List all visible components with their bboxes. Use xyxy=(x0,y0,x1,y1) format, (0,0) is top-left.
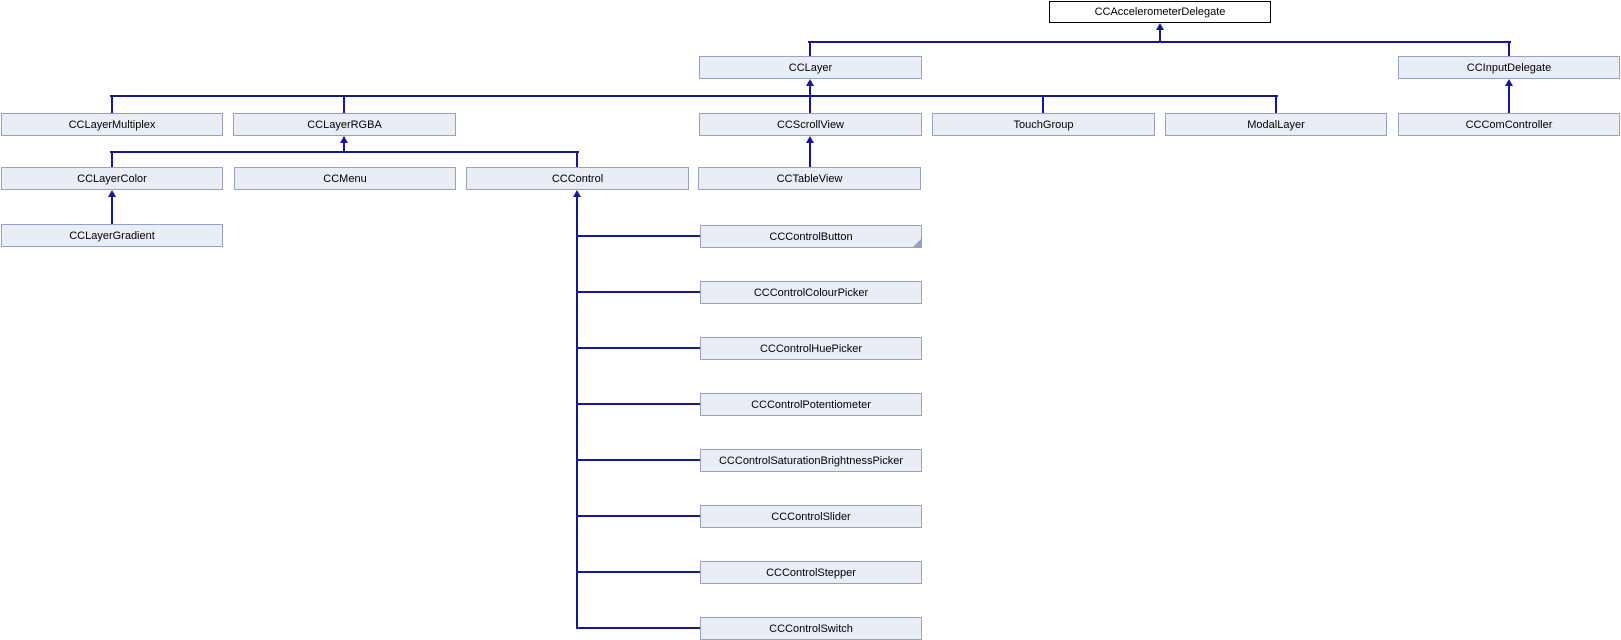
class-node-label: CCControlSaturationBrightnessPicker xyxy=(718,454,904,467)
class-node-label: CCControlButton xyxy=(769,230,853,243)
inheritance-edge-line xyxy=(1508,84,1510,113)
class-node-cclayer[interactable]: CCLayer xyxy=(699,56,922,79)
inheritance-edge-line xyxy=(1275,95,1277,113)
class-node-cccontrol[interactable]: CCControl xyxy=(466,167,689,190)
class-node-cclayercolor[interactable]: CCLayerColor xyxy=(1,167,223,190)
class-node-label: TouchGroup xyxy=(1013,118,1074,131)
inheritance-edge-line xyxy=(576,515,701,517)
class-node-label: CCTableView xyxy=(776,172,843,185)
class-node-cccontrolslider[interactable]: CCControlSlider xyxy=(700,505,922,528)
arrow-up-icon xyxy=(108,190,116,197)
class-node-ccaccelerometerdelegate[interactable]: CCAccelerometerDelegate xyxy=(1049,1,1271,23)
class-node-label: CCControlSlider xyxy=(771,510,851,523)
inheritance-edge-line xyxy=(1508,41,1510,56)
inheritance-edge-line xyxy=(576,195,578,629)
inheritance-edge-line xyxy=(576,347,701,349)
class-node-label: CCControlPotentiometer xyxy=(751,398,871,411)
class-node-label: CCControl xyxy=(551,172,604,185)
class-node-label: CCAccelerometerDelegate xyxy=(1094,6,1226,18)
class-node-label: CCScrollView xyxy=(776,118,845,131)
inheritance-edge-line xyxy=(576,151,578,167)
class-node-label: CCControlHuePicker xyxy=(759,342,863,355)
class-node-ccmenu[interactable]: CCMenu xyxy=(234,167,456,190)
inheritance-edge-line xyxy=(110,95,1278,97)
inheritance-edge-line xyxy=(576,291,701,293)
class-node-cclayerrgba[interactable]: CCLayerRGBA xyxy=(233,113,456,136)
arrow-up-icon xyxy=(340,136,348,143)
inheritance-edge-line xyxy=(809,141,811,167)
class-node-cclayergradient[interactable]: CCLayerGradient xyxy=(1,224,223,247)
arrow-up-icon xyxy=(1505,79,1513,86)
class-node-label: CCControlSwitch xyxy=(769,622,853,635)
inheritance-edge-line xyxy=(1159,28,1161,43)
inheritance-edge-line xyxy=(576,403,701,405)
class-node-label: CCControlStepper xyxy=(766,566,856,579)
arrow-up-icon xyxy=(806,79,814,86)
class-node-cccontrolpotentiometer[interactable]: CCControlPotentiometer xyxy=(700,393,922,416)
class-node-label: CCComController xyxy=(1465,118,1553,131)
inheritance-edge-line xyxy=(576,235,701,237)
class-node-cccontrolbutton[interactable]: CCControlButton xyxy=(700,225,922,248)
class-node-cctableview[interactable]: CCTableView xyxy=(698,167,921,190)
inheritance-edge-line xyxy=(111,151,113,167)
class-node-modallayer[interactable]: ModalLayer xyxy=(1165,113,1387,136)
arrow-up-icon xyxy=(1156,23,1164,30)
inheritance-edge-line xyxy=(576,627,701,629)
arrow-up-icon xyxy=(573,190,581,197)
inheritance-edge-line xyxy=(576,571,701,573)
class-node-label: CCLayerGradient xyxy=(69,229,155,242)
folded-corner-icon xyxy=(913,239,921,247)
class-node-ccscrollview[interactable]: CCScrollView xyxy=(699,113,922,136)
class-node-label: CCLayerMultiplex xyxy=(68,118,156,131)
inheritance-edge-line xyxy=(111,95,113,113)
inheritance-edge-line xyxy=(809,84,811,113)
class-node-label: ModalLayer xyxy=(1247,118,1305,131)
inheritance-edge-line xyxy=(1042,95,1044,113)
class-node-label: CCLayerColor xyxy=(77,172,147,185)
class-node-label: CCMenu xyxy=(323,172,367,185)
class-node-cccontrolcolourpicker[interactable]: CCControlColourPicker xyxy=(700,281,922,304)
arrow-up-icon xyxy=(806,136,814,143)
inheritance-edge-line xyxy=(576,459,701,461)
inheritance-edge-line xyxy=(343,95,345,113)
class-node-ccinputdelegate[interactable]: CCInputDelegate xyxy=(1398,56,1620,79)
class-node-label: CCLayer xyxy=(788,61,833,74)
inheritance-edge-line xyxy=(343,141,345,153)
inheritance-edge-line xyxy=(809,41,811,56)
class-node-label: CCLayerRGBA xyxy=(307,118,382,131)
class-node-cccomcontroller[interactable]: CCComController xyxy=(1398,113,1620,136)
class-node-label: CCInputDelegate xyxy=(1466,61,1552,74)
class-node-label: CCControlColourPicker xyxy=(753,286,869,299)
class-node-cccontrolsaturationbrightnesspicker[interactable]: CCControlSaturationBrightnessPicker xyxy=(700,449,922,472)
inheritance-edge-line xyxy=(111,195,113,224)
class-node-cclayermultiplex[interactable]: CCLayerMultiplex xyxy=(1,113,223,136)
class-node-cccontrolstepper[interactable]: CCControlStepper xyxy=(700,561,922,584)
class-node-touchgroup[interactable]: TouchGroup xyxy=(932,113,1155,136)
class-node-cccontrolswitch[interactable]: CCControlSwitch xyxy=(700,617,922,640)
class-node-cccontrolhuepicker[interactable]: CCControlHuePicker xyxy=(700,337,922,360)
